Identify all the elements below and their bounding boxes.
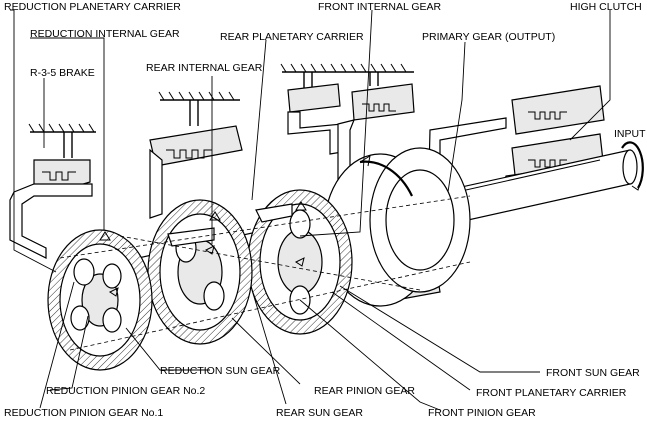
label-front-sun-gear: FRONT SUN GEAR	[546, 367, 640, 379]
label-reduction-sun-gear: REDUCTION SUN GEAR	[160, 365, 281, 377]
housing-anchors	[28, 63, 414, 133]
flow-arrows	[99, 201, 307, 297]
labels-bottom: REDUCTION SUN GEAR REDUCTION PINION GEAR…	[4, 365, 640, 419]
rear-internal-clutch-assembly	[149, 100, 243, 219]
reduction-planetary-set	[47, 229, 153, 371]
labels-top: REDUCTION PLANETARY CARRIER REDUCTION IN…	[4, 1, 646, 140]
label-reduction-planetary-carrier: REDUCTION PLANETARY CARRIER	[4, 1, 181, 13]
label-front-planetary-carrier: FRONT PLANETARY CARRIER	[476, 387, 627, 399]
label-reduction-pinion-gear-no2: REDUCTION PINION GEAR No.2	[46, 385, 205, 397]
label-front-internal-gear: FRONT INTERNAL GEAR	[318, 1, 442, 13]
label-r35-brake: R-3-5 BRAKE	[30, 67, 95, 79]
label-rear-sun-gear: REAR SUN GEAR	[276, 407, 363, 419]
rear-planetary-set	[147, 199, 253, 345]
r35-brake-assembly	[9, 132, 93, 259]
label-input: INPUT	[614, 128, 646, 140]
label-front-pinion-gear: FRONT PINION GEAR	[428, 407, 536, 419]
label-reduction-pinion-gear-no1: REDUCTION PINION GEAR No.1	[4, 407, 163, 419]
label-rear-pinion-gear: REAR PINION GEAR	[314, 385, 415, 397]
label-rear-planetary-carrier: REAR PLANETARY CARRIER	[220, 31, 364, 43]
primary-gear	[323, 147, 471, 307]
label-high-clutch: HIGH CLUTCH	[570, 1, 642, 13]
front-planetary-set	[247, 189, 353, 335]
leader-lines	[10, 9, 611, 411]
label-reduction-internal-gear: REDUCTION INTERNAL GEAR	[30, 28, 180, 40]
label-rear-internal-gear: REAR INTERNAL GEAR	[146, 62, 263, 74]
label-primary-gear-output: PRIMARY GEAR (OUTPUT)	[422, 31, 555, 43]
axis-dashes	[59, 195, 471, 351]
